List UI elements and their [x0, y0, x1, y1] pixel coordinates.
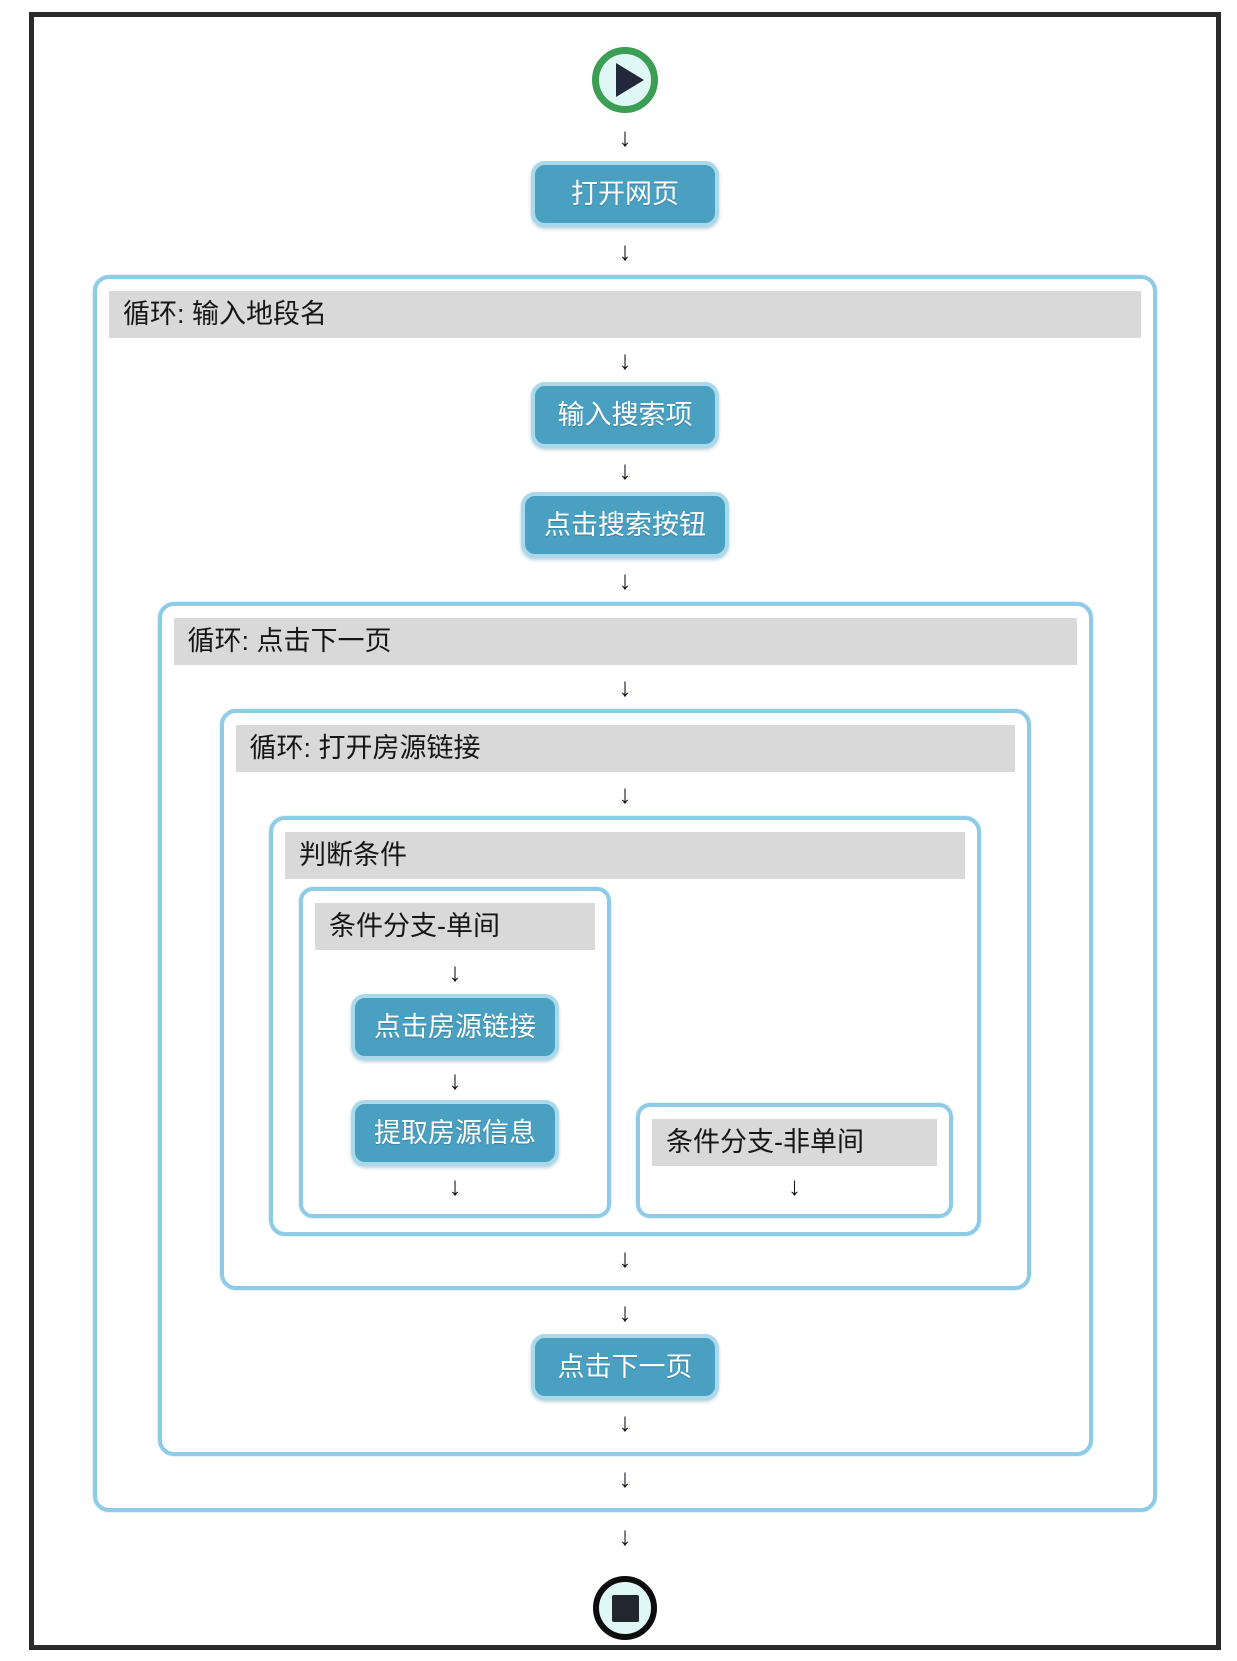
flow-arrow-icon: ↓: [618, 345, 632, 375]
flow-arrow-icon: ↓: [618, 1463, 632, 1493]
flow-arrow-icon: ↓: [448, 1065, 462, 1095]
condition-container: 判断条件 条件分支-单间 ↓ 点击房源链接 ↓ 提取房源信息 ↓: [269, 816, 981, 1236]
flow-arrow-icon: ↓: [448, 957, 462, 987]
loop-input-district-container: 循环: 输入地段名 ↓ 输入搜索项 ↓ 点击搜索按钮 ↓ 循环: 点击下一页 ↓…: [93, 275, 1157, 1512]
flow-arrow-icon: ↓: [788, 1171, 801, 1201]
loop-open-listing-link-header[interactable]: 循环: 打开房源链接: [235, 725, 1015, 772]
flow-arrow-icon: ↓: [618, 1521, 632, 1551]
step-click-listing-link-button[interactable]: 点击房源链接: [351, 994, 559, 1060]
workflow-canvas: ↓ 打开网页 ↓ 循环: 输入地段名 ↓ 输入搜索项 ↓ 点击搜索按钮 ↓ 循环…: [29, 12, 1221, 1650]
step-click-search-button[interactable]: 点击搜索按钮: [521, 492, 729, 558]
branch-non-single-room-container: 条件分支-非单间 ↓: [636, 1103, 953, 1218]
flow-arrow-icon: ↓: [618, 1407, 632, 1437]
flow-arrow-icon: ↓: [618, 672, 632, 702]
stop-square-icon: [611, 1594, 639, 1622]
flow-arrow-icon: ↓: [618, 779, 632, 809]
loop-input-district-header[interactable]: 循环: 输入地段名: [109, 291, 1141, 338]
loop-click-next-page-header[interactable]: 循环: 点击下一页: [173, 618, 1077, 665]
step-click-next-page-button[interactable]: 点击下一页: [531, 1334, 719, 1400]
branch-single-room-header[interactable]: 条件分支-单间: [315, 903, 595, 950]
flow-arrow-icon: ↓: [618, 1243, 632, 1273]
loop-open-listing-link-container: 循环: 打开房源链接 ↓ 判断条件 条件分支-单间 ↓ 点击房源链接 ↓ 提取房…: [219, 709, 1031, 1290]
start-icon[interactable]: [592, 47, 658, 113]
stop-icon[interactable]: [593, 1576, 657, 1640]
flow-arrow-icon: ↓: [448, 1171, 462, 1201]
flow-arrow-icon: ↓: [618, 1297, 632, 1327]
flow-arrow-icon: ↓: [618, 455, 632, 485]
step-open-webpage-button[interactable]: 打开网页: [531, 161, 719, 227]
step-input-search-term-button[interactable]: 输入搜索项: [531, 382, 719, 448]
condition-branches-row: 条件分支-单间 ↓ 点击房源链接 ↓ 提取房源信息 ↓ 条件分支-非单间 ↓: [273, 887, 977, 1218]
flow-arrow-icon: ↓: [618, 122, 632, 152]
step-extract-listing-info-button[interactable]: 提取房源信息: [351, 1100, 559, 1166]
flow-arrow-icon: ↓: [618, 565, 632, 595]
play-icon: [615, 63, 644, 97]
branch-non-single-room-header[interactable]: 条件分支-非单间: [652, 1119, 937, 1166]
condition-header[interactable]: 判断条件: [285, 832, 965, 879]
branch-single-room-container: 条件分支-单间 ↓ 点击房源链接 ↓ 提取房源信息 ↓: [299, 887, 611, 1218]
flow-arrow-icon: ↓: [618, 236, 632, 266]
loop-click-next-page-container: 循环: 点击下一页 ↓ 循环: 打开房源链接 ↓ 判断条件 条件分支-单间 ↓ …: [157, 602, 1093, 1456]
